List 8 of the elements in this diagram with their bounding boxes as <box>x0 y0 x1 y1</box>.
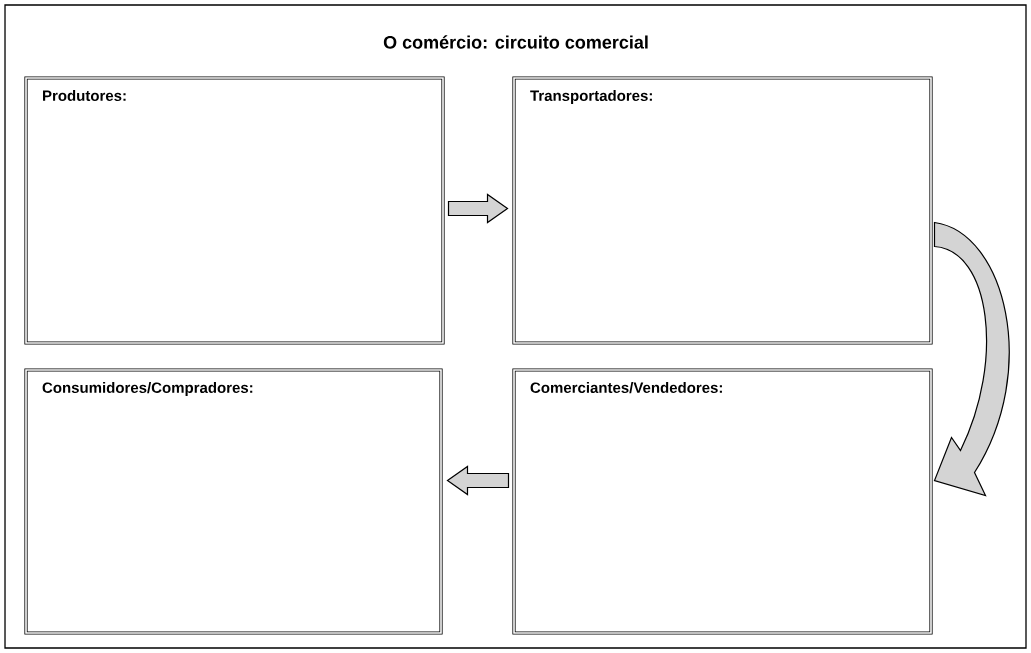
block-arrow <box>446 465 510 496</box>
process-box: Transportadores: <box>512 76 933 345</box>
curved-arrow <box>933 221 1010 497</box>
title: O comércio: circuito comercial <box>383 35 648 49</box>
process-box: Produtores: <box>24 76 445 345</box>
process-box: Consumidores/Compradores: <box>24 368 443 635</box>
block-arrow <box>447 193 509 224</box>
process-box: Comerciantes/Vendedores: <box>512 368 933 635</box>
